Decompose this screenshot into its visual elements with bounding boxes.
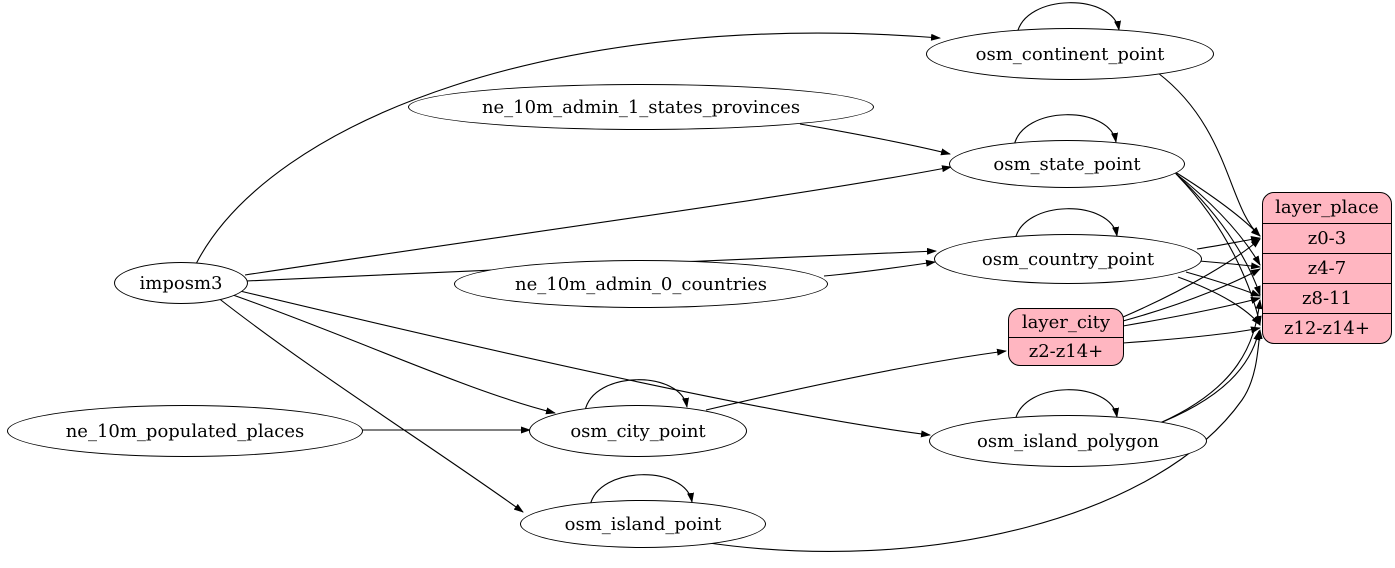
node-osm-island-polygon-label: osm_island_polygon [977, 430, 1159, 452]
node-ne-10m-admin-0-countries: ne_10m_admin_0_countries [454, 260, 828, 308]
edge-imposm3->osm_island_polygon [239, 290, 931, 438]
layer-city-row-z2-z14: z2-z14+ [1009, 337, 1123, 365]
edge-osm_state_point->layer_place:z12-z14+ [1177, 175, 1262, 326]
node-imposm3-label: imposm3 [139, 272, 223, 294]
node-ne-10m-populated-places-label: ne_10m_populated_places [65, 420, 305, 442]
self-loop-osm_island_polygon [1014, 389, 1119, 422]
node-layer-place: layer_place z0-3 z4-7 z8-11 z12-z14+ [1262, 192, 1392, 344]
node-osm-country-point-label: osm_country_point [981, 248, 1155, 270]
layer-place-row-z8-11: z8-11 [1263, 283, 1391, 313]
node-osm-continent-point: osm_continent_point [926, 28, 1214, 80]
layer-place-title: layer_place [1275, 197, 1379, 218]
self-loop-osm_country_point [1014, 208, 1119, 241]
edge-imposm3->osm_state_point [244, 165, 952, 276]
layer-place-row-z12-z14: z12-z14+ [1263, 313, 1391, 343]
layer-place-row-z4-7: z4-7 [1263, 253, 1391, 283]
edge-imposm3->osm_city_point [232, 294, 556, 415]
self-loop-osm_state_point [1013, 114, 1118, 147]
edge-osm_island_polygon->layer_place:z8-11 [1159, 299, 1263, 424]
edge-osm_state_point->layer_place:z8-11 [1175, 173, 1261, 296]
edge-ne_10m_admin_1_states_provinces->osm_state_point [799, 123, 951, 156]
edge-imposm3->osm_continent_point [195, 32, 941, 265]
edge-layer_city->layer_place:z12-z14+ [1122, 326, 1261, 344]
self-loop-osm_island_point [589, 474, 694, 507]
edge-osm_city_point->layer_city:z2-z14+ [705, 348, 1007, 411]
edge-layer_city->layer_place:z8-11 [1122, 297, 1261, 327]
node-ne-10m-populated-places: ne_10m_populated_places [7, 405, 363, 457]
edge-osm_country_point->layer_place:z0-3 [1196, 236, 1261, 250]
edge-osm_island_polygon->layer_place:z12-z14+ [1149, 330, 1261, 428]
edge-osm_state_point->layer_place:z4-7 [1173, 171, 1261, 266]
layer-city-title: layer_city [1021, 312, 1111, 333]
node-layer-city: layer_city z2-z14+ [1008, 308, 1124, 366]
edge-osm_country_point->layer_place:z4-7 [1198, 260, 1261, 270]
node-osm-island-polygon: osm_island_polygon [929, 415, 1207, 467]
edge-layer_city->layer_place:z4-7 [1122, 268, 1261, 322]
node-imposm3: imposm3 [114, 262, 248, 304]
edge-osm_island_point->layer_place:z12-z14+ [701, 329, 1263, 552]
edge-ne_10m_admin_0_countries->osm_country_point [823, 259, 936, 277]
layer-place-row-z0-3: z0-3 [1263, 223, 1391, 253]
node-osm-continent-point-label: osm_continent_point [975, 43, 1165, 65]
edge-osm_country_point->layer_place:z8-11 [1185, 271, 1261, 297]
node-osm-country-point: osm_country_point [934, 234, 1202, 284]
node-ne-10m-admin-1-states-provinces: ne_10m_admin_1_states_provinces [408, 84, 874, 130]
edge-osm_state_point->layer_place:z0-3 [1171, 169, 1261, 237]
edge-imposm3->osm_island_point [216, 296, 524, 513]
edge-layer_city->layer_place:z0-3 [1122, 238, 1261, 318]
node-osm-island-point-label: osm_island_point [564, 513, 722, 535]
node-osm-state-point: osm_state_point [949, 140, 1185, 188]
edge-osm_continent_point->layer_place:z0-3 [1157, 72, 1261, 237]
node-ne-10m-admin-0-countries-label: ne_10m_admin_0_countries [515, 273, 767, 295]
self-loop-osm_continent_point [1016, 2, 1121, 35]
node-osm-city-point: osm_city_point [529, 405, 747, 457]
self-loop-osm_city_point [584, 379, 689, 412]
node-osm-state-point-label: osm_state_point [993, 153, 1141, 175]
node-osm-island-point: osm_island_point [520, 500, 766, 548]
node-ne-10m-admin-1-states-provinces-label: ne_10m_admin_1_states_provinces [481, 96, 801, 118]
node-osm-city-point-label: osm_city_point [570, 420, 706, 442]
